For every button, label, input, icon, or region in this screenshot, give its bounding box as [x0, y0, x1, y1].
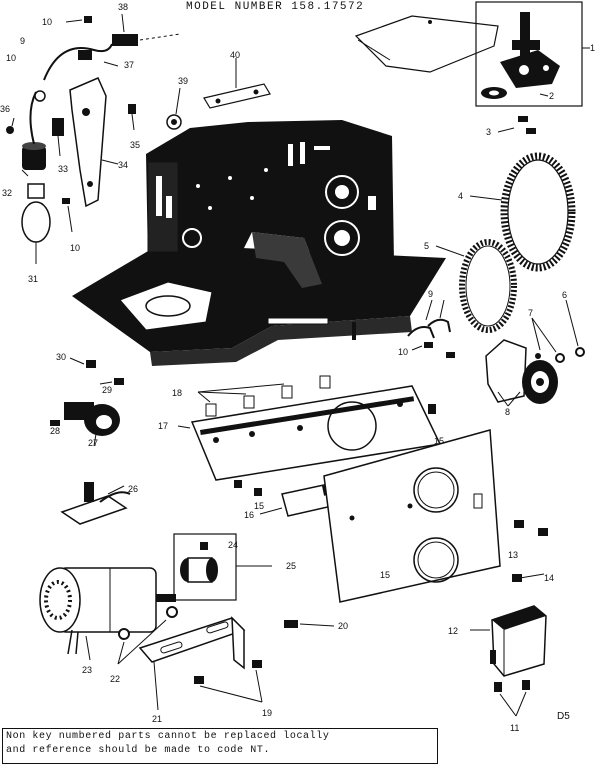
part-31-bulb: [21, 183, 51, 264]
top-cover-plate: [354, 15, 499, 73]
part-10-screw-left: [62, 198, 73, 233]
part-3-screws: [497, 116, 536, 134]
callout-10-left: 10: [6, 53, 16, 63]
belt-4: [469, 152, 576, 272]
callout-32: 32: [2, 188, 12, 198]
part-10-screw-top: [65, 16, 92, 23]
callout-9: 9: [428, 289, 433, 299]
part-22-washers: [117, 606, 178, 665]
callout-14: 14: [544, 573, 554, 583]
callout-10-right: 10: [398, 347, 408, 357]
part-40-plate: [203, 58, 271, 109]
belt-5: [435, 239, 517, 333]
callout-30: 30: [56, 352, 66, 362]
callout-24: 24: [228, 540, 238, 550]
callout-34: 34: [118, 160, 128, 170]
callout-40: 40: [230, 50, 240, 60]
diagram-title: MODEL NUMBER 158.17572: [186, 1, 365, 13]
part-17-rear-plate: [177, 385, 442, 481]
callout-16: 16: [244, 510, 254, 520]
callout-11: 11: [510, 723, 519, 733]
callout-25: 25: [286, 561, 296, 571]
callout-8: 8: [505, 407, 510, 417]
part-21-motor-bracket: [138, 616, 246, 711]
callout-17: 17: [158, 421, 168, 431]
callout-19: 19: [262, 708, 272, 718]
machine-arm: [146, 120, 394, 288]
part-33-clip: [52, 118, 64, 157]
callout-28: 28: [50, 426, 60, 436]
part-37-38-switch: [43, 13, 181, 81]
notice-line-2: and reference should be made to code NT.: [6, 745, 271, 756]
notice-box: Non key numbered parts cannot be replace…: [2, 728, 438, 764]
callout-13: 13: [508, 550, 518, 560]
callout-33: 33: [58, 164, 68, 174]
callout-1: 1: [590, 43, 595, 53]
callout-15-right: 15: [434, 436, 444, 446]
page-code: D5: [557, 711, 570, 722]
part-39-cap: [166, 87, 182, 130]
callout-27: 27: [88, 438, 98, 448]
callout-labels: 1 2 3 4 5 6 7 8 9 9 10 10 10 10 11 12 13…: [0, 2, 595, 733]
part-35-screw: [128, 104, 136, 131]
part-19-20-screws: [194, 620, 335, 703]
callout-6: 6: [562, 290, 567, 300]
part-6-7-washers: [531, 299, 585, 363]
callout-31: 31: [28, 274, 38, 284]
callout-15-left: 15: [254, 501, 264, 511]
callout-22: 22: [110, 674, 120, 684]
part-14-front-plate: [323, 429, 548, 603]
part-32-socket: [21, 90, 46, 177]
callout-4: 4: [458, 191, 463, 201]
callout-10-lower: 10: [70, 243, 80, 253]
callout-26: 26: [128, 484, 138, 494]
part-11-screws: [494, 680, 530, 717]
callout-2: 2: [549, 91, 554, 101]
callout-35: 35: [130, 140, 140, 150]
callout-21: 21: [152, 714, 162, 724]
callout-5: 5: [424, 241, 429, 251]
callout-9-left: 9: [20, 36, 25, 46]
part-10-screws-right: [411, 342, 455, 358]
part-26-regulator: [60, 482, 131, 525]
callout-18: 18: [172, 388, 182, 398]
callout-39: 39: [178, 76, 188, 86]
part-8-motor-bracket: [485, 339, 558, 407]
callout-3: 3: [486, 127, 491, 137]
part-25-pulley-kit: [173, 533, 272, 601]
callout-23: 23: [82, 665, 92, 675]
part-12-controller: [470, 605, 547, 677]
part-1-assembly: [475, 1, 590, 107]
callout-15-bottom: 15: [380, 570, 390, 580]
part-18-clips: [197, 375, 331, 417]
part-23-motor: [39, 567, 176, 661]
part-27-light-switch: [64, 402, 120, 447]
part-34-light-bracket: [69, 77, 119, 208]
notice-line-1: Non key numbered parts cannot be replace…: [6, 731, 330, 742]
callout-12: 12: [448, 626, 458, 636]
part-30-29-28-screws: [50, 357, 124, 426]
part-9-brackets: [407, 299, 451, 339]
callout-10-top: 10: [42, 17, 52, 27]
callout-38: 38: [118, 2, 128, 12]
callout-37: 37: [124, 60, 134, 70]
part-36-screw: [6, 117, 15, 134]
callout-36: 36: [0, 104, 10, 114]
callout-29: 29: [102, 385, 112, 395]
callout-7: 7: [528, 308, 533, 318]
callout-20: 20: [338, 621, 348, 631]
